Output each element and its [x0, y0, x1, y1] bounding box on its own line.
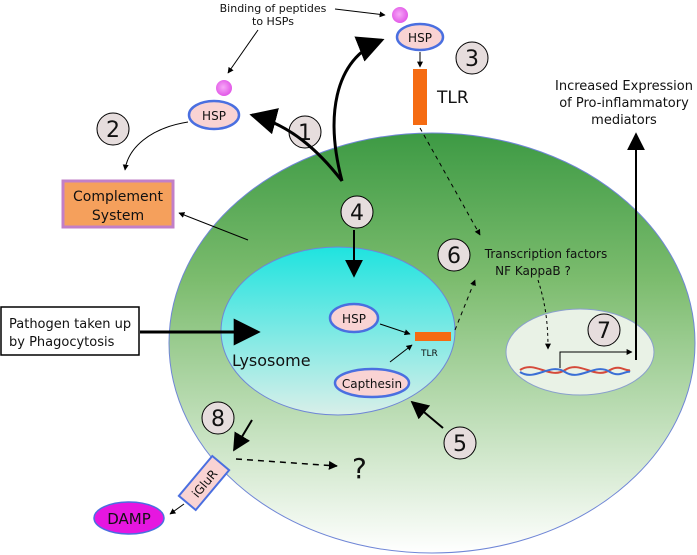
gene-expression-arrow	[559, 349, 633, 368]
iglur-receptor: iGluR	[177, 454, 231, 512]
increased-label-line1: Increased Expression	[555, 79, 693, 94]
step-4-badge: 4	[340, 195, 374, 229]
step-8-badge: 8	[201, 401, 235, 435]
release-arrow-up	[332, 36, 385, 182]
hsp-lysosome-label: HSP	[342, 312, 366, 326]
hsp-to-complement-arrow	[122, 121, 189, 171]
svg-text:3: 3	[465, 47, 479, 72]
pathogen-label-line2: by Phagocytosis	[9, 335, 115, 350]
svg-text:6: 6	[447, 244, 461, 269]
iglur-to-damp-arrow	[169, 503, 185, 515]
tlr-membrane	[413, 69, 427, 125]
peptide-icon	[392, 7, 408, 23]
complement-system-box	[61, 179, 175, 229]
lysosome-label: Lysosome	[232, 351, 311, 370]
pathogen-label-line1: Pathogen taken up	[9, 317, 131, 332]
svg-text:5: 5	[453, 432, 467, 457]
hsp-left	[187, 99, 241, 131]
binding-arrow-left	[227, 29, 259, 74]
cell-to-complement-arrow	[178, 212, 249, 241]
svg-text:4: 4	[350, 201, 364, 226]
step-3-badge: 3	[455, 41, 489, 75]
svg-text:7: 7	[597, 319, 611, 344]
iglur-to-question-dashed	[235, 458, 338, 470]
step-2-badge: 2	[96, 112, 130, 146]
capthesin	[333, 367, 411, 399]
question-mark: ?	[352, 452, 367, 485]
increased-label-line3: mediators	[591, 113, 657, 128]
capthesin-to-tlr-arrow	[389, 344, 413, 363]
tlr-lysosome-label: TLR	[420, 349, 438, 359]
binding-label-line1: Binding of peptides	[220, 2, 327, 15]
peptide-icon-left	[216, 80, 232, 96]
tlr-lysosome-to-transcription-dashed	[454, 279, 476, 331]
transcription-label-line2: NF KappaB ?	[495, 264, 571, 278]
damp	[93, 501, 165, 535]
hsp-top-label: HSP	[408, 31, 432, 45]
complement-label-line2: System	[92, 208, 144, 224]
step8-arrow	[233, 419, 253, 452]
binding-arrow-right	[334, 8, 386, 18]
hsp-lysosome	[328, 302, 380, 334]
transcription-to-dna-dashed	[537, 279, 551, 350]
tlr-lysosome	[415, 332, 451, 341]
tlr-membrane-label: TLR	[436, 88, 469, 108]
binding-label-line2: to HSPs	[252, 15, 294, 28]
svg-text:8: 8	[211, 407, 225, 432]
transcription-label-line1: Transcription factors	[484, 247, 607, 261]
complement-label-line1: Complement	[73, 189, 163, 205]
hsp-to-tlr-lysosome-arrow	[379, 323, 411, 336]
hsp-left-label: HSP	[202, 109, 226, 123]
dna-helix-icon	[519, 366, 631, 376]
svg-text:2: 2	[106, 118, 120, 143]
step5-arrow	[410, 400, 444, 429]
step-6-badge: 6	[437, 238, 471, 272]
pathogen-box	[0, 306, 140, 356]
step-7-badge: 7	[587, 313, 621, 347]
capthesin-label: Capthesin	[342, 377, 402, 391]
release-arrow-left	[249, 108, 344, 182]
damp-label: DAMP	[107, 510, 151, 528]
increased-label-line2: of Pro-inflammatory	[559, 96, 689, 111]
hsp-top	[395, 22, 445, 52]
step-5-badge: 5	[443, 426, 477, 460]
